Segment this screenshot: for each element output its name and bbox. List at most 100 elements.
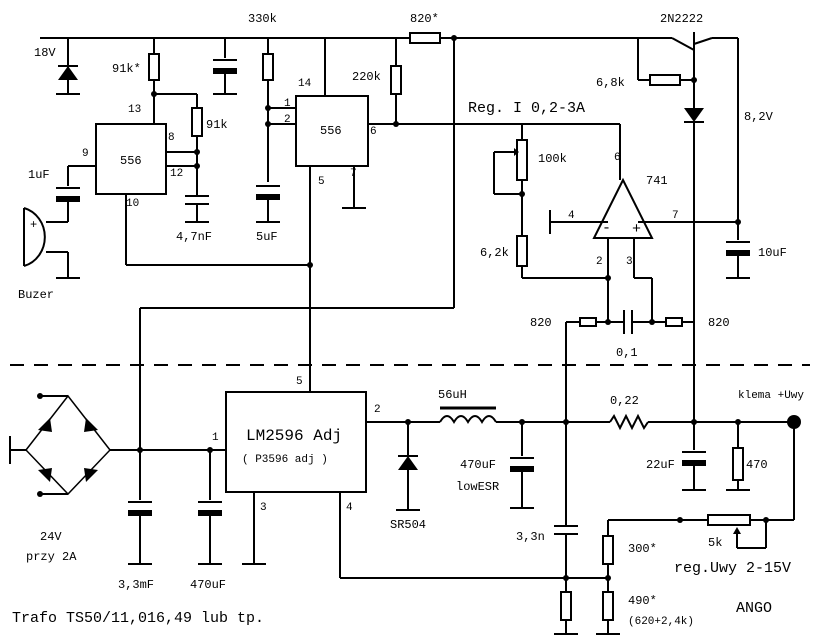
label-klema: klema +Uwy (738, 390, 804, 402)
node (563, 419, 569, 425)
label-470uf-a: 470uF (460, 458, 496, 472)
label-reg-i: Reg. I 0,2-3A (468, 100, 585, 117)
label-pin5a: 5 (318, 176, 325, 188)
label-556-b: 556 (320, 124, 342, 138)
label-pin12: 12 (170, 168, 183, 180)
label-trafo: Trafo TS50/11,016,49 lub tp. (12, 610, 264, 627)
label-6k2: 6,2k (480, 246, 509, 260)
resistor-820-b (665, 317, 683, 327)
resistor-91k-star (148, 53, 160, 81)
label-820-b: 820 (708, 316, 730, 330)
label-lm2596: LM2596 Adj (246, 427, 342, 445)
transistor-emitter (693, 37, 713, 45)
label-ango: ANGO (736, 600, 772, 617)
opamp-plus: + (632, 221, 641, 238)
label-24v: 24V (40, 530, 62, 544)
label-pin10: 10 (126, 198, 139, 210)
transistor-collector (671, 37, 695, 51)
opamp-minus: - (602, 220, 611, 237)
cap-plate-neg (682, 460, 706, 466)
resistor-820-a (579, 317, 597, 327)
label-op-pin6: 6 (614, 152, 621, 164)
resistor-820-star (409, 32, 441, 44)
label-p3596: ( P3596 adj ) (242, 454, 328, 466)
cap-plate-neg (510, 466, 534, 472)
label-91k: 91k (206, 118, 228, 132)
label-op-pin3: 3 (626, 256, 633, 268)
cap-plate-neg (198, 510, 222, 516)
node (194, 163, 200, 169)
label-33mf: 3,3mF (118, 578, 154, 592)
label-lm-pin3: 3 (260, 502, 267, 514)
node (691, 419, 697, 425)
diode (38, 418, 52, 432)
node (677, 517, 683, 523)
buzzer-symbol (23, 207, 46, 267)
label-490-star: 490* (628, 594, 657, 608)
label-pin6: 6 (370, 126, 377, 138)
ic-556-a (95, 123, 167, 195)
label-22uf: 22uF (646, 458, 675, 472)
node (519, 191, 525, 197)
ac-terminal (37, 393, 43, 399)
label-pin14: 14 (298, 78, 312, 90)
label-1uf: 1uF (28, 168, 50, 182)
node (194, 149, 200, 155)
label-op-pin4: 4 (568, 210, 575, 222)
label-10uf: 10uF (758, 246, 787, 260)
resistor-6k8 (649, 74, 681, 86)
resistor-330k (262, 53, 274, 81)
cap-plate-neg (256, 194, 280, 200)
label-741: 741 (646, 174, 668, 188)
bridge-rectifier (25, 394, 111, 496)
label-op-pin7: 7 (672, 210, 679, 222)
opamp-741 (592, 177, 654, 239)
zener-8v2 (684, 108, 704, 122)
label-18v: 18V (34, 46, 56, 60)
label-pin7a: 7 (350, 168, 357, 180)
label-820-a: 820 (530, 316, 552, 330)
cap-plate-neg (726, 250, 750, 256)
resistor-bottom (560, 591, 572, 621)
label-2n2222: 2N2222 (660, 12, 703, 26)
label-5uf: 5uF (256, 230, 278, 244)
label-pin13: 13 (128, 104, 141, 116)
label-lm-pin1: 1 (212, 432, 219, 444)
resistor-470 (732, 447, 744, 481)
ic-lm2596 (225, 391, 367, 493)
resistor-490-star (602, 591, 614, 621)
label-470uf-b: 470uF (190, 578, 226, 592)
label-pin8: 8 (168, 132, 175, 144)
label-5k: 5k (708, 536, 722, 550)
label-przy-2a: przy 2A (26, 550, 77, 564)
node (605, 275, 611, 281)
label-pin9: 9 (82, 148, 89, 160)
label-lm-pin4: 4 (346, 502, 353, 514)
label-470: 470 (746, 458, 768, 472)
ic-556-b (295, 95, 369, 167)
label-op-pin2: 2 (596, 256, 603, 268)
label-lm-pin5: 5 (296, 376, 303, 388)
inductor-56uh (439, 415, 497, 424)
label-47nf: 4,7nF (176, 230, 212, 244)
node (451, 35, 457, 41)
label-556-a: 556 (120, 154, 142, 168)
label-pin2: 2 (284, 114, 291, 126)
ac-terminal (37, 491, 43, 497)
label-33n: 3,3n (516, 530, 545, 544)
label-buzer: Buzer (18, 288, 54, 302)
resistor-91k (191, 107, 203, 137)
schottky-sr504 (398, 456, 418, 470)
label-330k: 330k (248, 12, 277, 26)
label-01: 0,1 (616, 346, 638, 360)
label-lowesr: lowESR (456, 480, 499, 494)
label-100k: 100k (538, 152, 567, 166)
pot-wiper-arrow (733, 527, 741, 534)
label-220k: 220k (352, 70, 381, 84)
cap-plate-neg (213, 68, 237, 74)
label-820-star: 820* (410, 12, 439, 26)
label-pin1: 1 (284, 98, 291, 110)
potentiometer-100k (516, 139, 528, 181)
